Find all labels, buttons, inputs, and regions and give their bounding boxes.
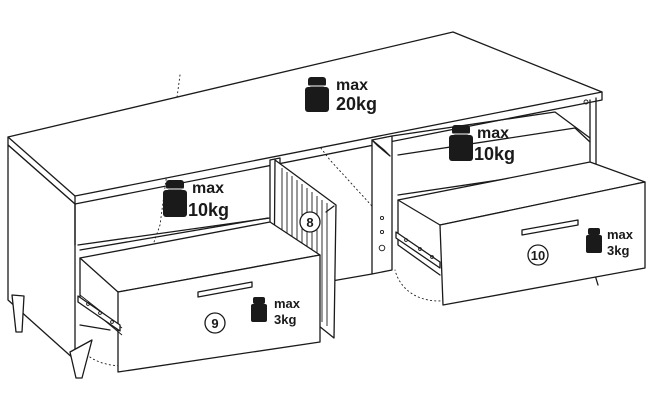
load-label-shelf-left: max 10kg [163,180,229,220]
svg-text:max: max [607,227,634,242]
leg-left-front [11,294,25,333]
part-number-door: 8 [306,215,313,230]
drawer-right-handle [521,219,579,236]
weight-icon [586,228,602,253]
drawer-right-front [439,181,646,306]
drawer-left-handle [197,281,253,298]
load-label-top: max 20kg [305,77,377,114]
part-number-drawer-right: 10 [531,248,545,263]
leg-left-back [69,339,93,379]
svg-text:max: max [477,125,509,142]
center-divider-right [371,135,393,275]
load-label-drawer-left: max 3kg [251,296,301,327]
load-label-shelf-right: max 10kg [449,125,515,164]
top-panel [7,31,603,197]
svg-text:20kg: 20kg [336,94,377,114]
svg-text:max: max [336,77,368,94]
weight-icon [251,297,267,322]
svg-text:3kg: 3kg [607,243,629,258]
drawer-left: 9 [77,221,321,373]
weight-icon [449,125,473,161]
svg-text:3kg: 3kg [274,312,296,327]
drawer-right-runner [395,231,441,269]
drawer-right: 10 [395,161,646,306]
part-number-drawer-left: 9 [211,316,218,331]
svg-text:10kg: 10kg [188,200,229,220]
svg-text:max: max [274,296,301,311]
weight-icon [163,180,187,217]
load-label-drawer-right: max 3kg [586,227,634,258]
weight-icon [305,77,329,112]
svg-text:10kg: 10kg [474,144,515,164]
svg-text:max: max [192,180,224,197]
